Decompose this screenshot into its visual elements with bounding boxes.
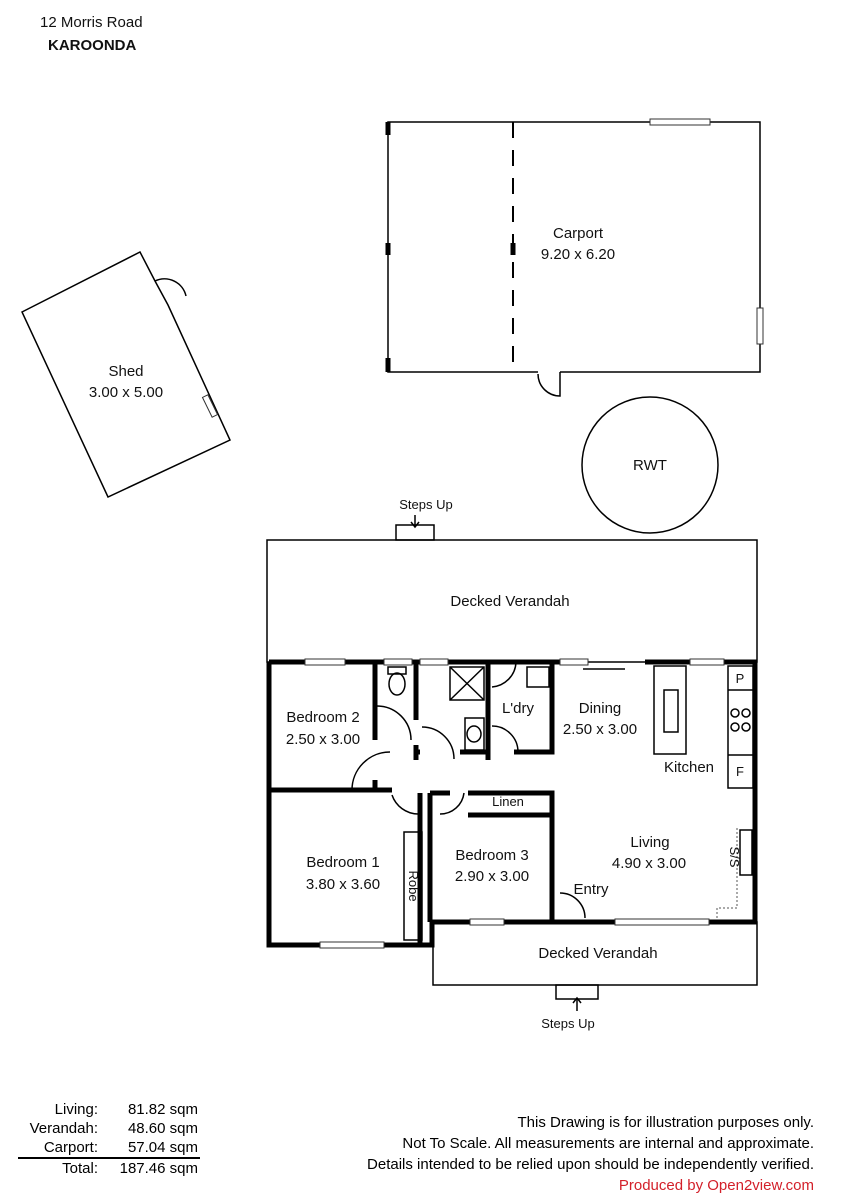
disclaimer-line: Not To Scale. All measurements are inter… [402, 1135, 814, 1152]
carport: Carport 9.20 x 6.20 [385, 118, 764, 397]
steps-up-top: Steps Up [399, 497, 452, 512]
verandah-bottom-label: Decked Verandah [538, 945, 657, 962]
disclaimer-line: Details intended to be relied upon shoul… [367, 1156, 814, 1173]
bedroom1-label: Bedroom 1 [306, 854, 379, 871]
steps-up-bottom: Steps Up [541, 1016, 594, 1031]
entry-label: Entry [573, 881, 609, 898]
laundry-label: L'dry [502, 700, 535, 717]
carport-label: Carport [553, 225, 604, 242]
kitchen-label: Kitchen [664, 759, 714, 776]
living-size: 4.90 x 3.00 [612, 855, 686, 872]
living-label: Living [630, 834, 669, 851]
shed: Shed 3.00 x 5.00 [21, 250, 231, 498]
verandah-top-label: Decked Verandah [450, 593, 569, 610]
bedroom3-size: 2.90 x 3.00 [455, 868, 529, 885]
bedroom2-label: Bedroom 2 [286, 709, 359, 726]
rainwater-tank [581, 396, 719, 534]
fridge-label: F [736, 764, 744, 779]
area-total: Total:187.46 sqm [18, 1157, 200, 1178]
linen-label: Linen [492, 794, 524, 809]
area-summary: Living:81.82 sqm Verandah:48.60 sqm Carp… [18, 1100, 200, 1178]
shed-size: 3.00 x 5.00 [89, 384, 163, 401]
ss-label: S/S [727, 847, 742, 868]
carport-size: 9.20 x 6.20 [541, 246, 615, 263]
rwt-label: RWT [633, 457, 667, 474]
disclaimer-line: This Drawing is for illustration purpose… [517, 1114, 814, 1131]
pantry-label: P [736, 671, 745, 686]
bedroom3-label: Bedroom 3 [455, 847, 528, 864]
dining-size: 2.50 x 3.00 [563, 721, 637, 738]
area-row: Verandah:48.60 sqm [29, 1120, 198, 1137]
disclaimer: This Drawing is for illustration purpose… [367, 1112, 814, 1196]
address: 12 Morris Road [40, 14, 143, 31]
producer-credit: Produced by Open2view.com [618, 1177, 814, 1194]
robe-label: Robe [406, 870, 421, 901]
area-row: Carport:57.04 sqm [43, 1139, 198, 1156]
area-row: Living:81.82 sqm [54, 1101, 198, 1118]
dining-label: Dining [579, 700, 622, 717]
house-walls [266, 659, 758, 948]
shed-label: Shed [108, 363, 143, 380]
bedroom2-size: 2.50 x 3.00 [286, 731, 360, 748]
suburb: KAROONDA [48, 37, 137, 54]
bedroom1-size: 3.80 x 3.60 [306, 876, 380, 893]
